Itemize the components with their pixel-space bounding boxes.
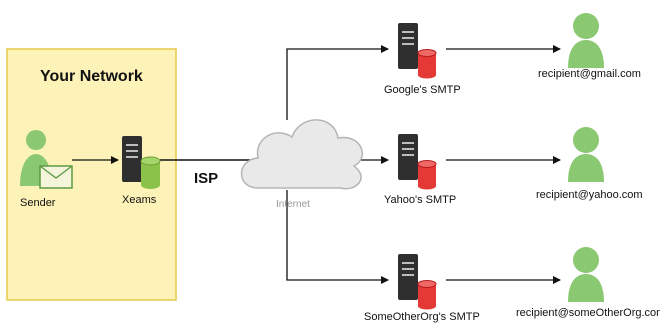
person-with-envelope-icon (20, 130, 73, 189)
internet-label: Internet (276, 199, 310, 210)
other-smtp-label: SomeOtherOrg's SMTP (364, 311, 480, 323)
edge-internet-trunk (286, 45, 389, 120)
server-with-database-icon (122, 136, 161, 189)
server-with-database-icon (398, 134, 437, 190)
person-icon (568, 247, 604, 302)
gmail-recipient-label: recipient@gmail.com (538, 68, 641, 80)
sender-label: Sender (20, 197, 56, 209)
google-smtp-label: Google's SMTP (384, 84, 461, 96)
other-recipient-label: recipient@someOtherOrg.com (516, 307, 660, 319)
server-with-database-icon (398, 254, 437, 310)
cloud-icon (240, 119, 364, 190)
network-title: Your Network (40, 68, 143, 85)
isp-label: ISP (194, 170, 219, 187)
person-icon (568, 127, 604, 182)
xeams-label: Xeams (122, 194, 157, 206)
edge-internet-other (286, 190, 389, 284)
yahoo-recipient-label: recipient@yahoo.com (536, 189, 643, 201)
person-icon (568, 13, 604, 68)
server-with-database-icon (398, 23, 437, 79)
yahoo-smtp-label: Yahoo's SMTP (384, 194, 457, 206)
